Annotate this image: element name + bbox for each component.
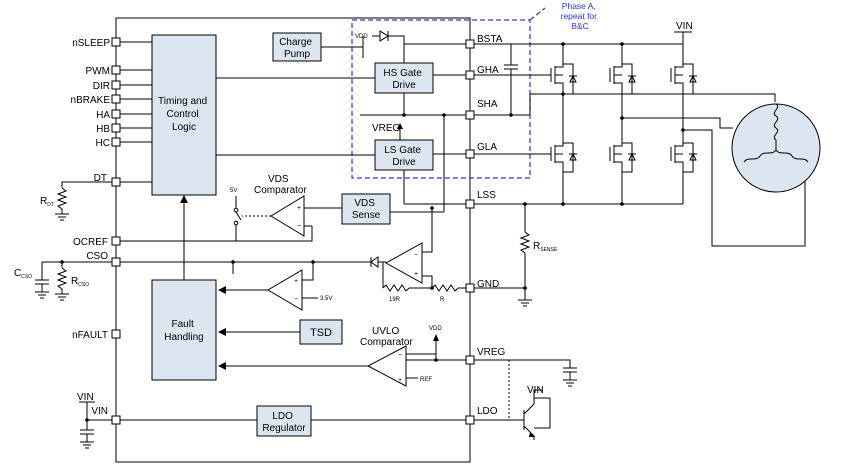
motor-symbol [731, 103, 821, 193]
phase-note: Phase A, repeat for B&C [561, 1, 600, 31]
pin-nsleep [111, 37, 121, 47]
pin-vreg [465, 355, 475, 365]
pin-hc-label: HC [96, 138, 110, 149]
pin-hb [111, 123, 121, 133]
pin-sha-label: SHA [477, 99, 498, 110]
pin-hc [111, 137, 121, 147]
ref-label: REF [420, 377, 432, 383]
pin-ocref [111, 236, 121, 246]
left-pins: nSLEEP PWM DIR nBRAKE HA HB HC DT OCREF … [71, 37, 152, 425]
pin-nfault [111, 329, 121, 339]
rdt-resistor: RDT [40, 181, 112, 221]
five-v-label: 5V [230, 188, 237, 194]
svg-text:+: + [297, 205, 301, 212]
motor-phase-wiring [561, 92, 806, 247]
pin-vreg-label: VREG [477, 347, 506, 358]
svg-text:−: − [398, 352, 402, 359]
vreg-mid-label: VREG [372, 123, 401, 134]
rdt-label: RDT [40, 196, 54, 208]
pin-ha [111, 109, 121, 119]
vin-left-supply: VIN [77, 392, 112, 449]
vin-ldo-label: VIN [527, 385, 544, 396]
tsd-label: TSD [310, 327, 332, 339]
pin-nbrake-label: nBRAKE [71, 95, 111, 106]
svg-text:+: + [294, 278, 298, 285]
vreg-cap [474, 359, 577, 420]
vds-sense-label: VDS Sense [352, 198, 381, 221]
pin-ha-label: HA [96, 110, 110, 121]
mosfet-la [546, 94, 577, 204]
hs-gate-drive-label: HS Gate Drive [383, 68, 424, 91]
phase-note-leader [529, 7, 546, 21]
svg-text:+: + [414, 271, 418, 278]
pin-vin-label: VIN [91, 406, 108, 417]
mosfet-lc [670, 142, 697, 204]
fault-handling-block [151, 279, 217, 381]
pin-nbrake [111, 94, 121, 104]
ls-gate-drive-label: LS Gate Drive [384, 145, 423, 168]
timing-control-logic-label: Timing and Control Logic [158, 96, 210, 133]
pin-sha [465, 110, 475, 120]
charge-pump-label: Charge Pump [279, 37, 315, 60]
pin-gnd-label: GND [477, 279, 499, 290]
ldo-regulator-label: LDO Regulator [262, 411, 306, 434]
svg-text:−: − [297, 223, 301, 230]
pin-hb-label: HB [96, 124, 110, 135]
pin-cso-label: CSO [86, 251, 108, 262]
rsense-label: RSENSE [533, 241, 558, 253]
pin-gha-label: GHA [477, 65, 499, 76]
pin-ocref-label: OCREF [73, 237, 108, 248]
pin-dir-label: DIR [93, 81, 110, 92]
ldo-regulator-block [256, 405, 312, 437]
svg-text:−: − [294, 296, 298, 303]
mosfet-hb [609, 44, 636, 143]
pin-lss [465, 199, 475, 209]
pin-gla [465, 149, 475, 159]
mosfet-lb [609, 142, 636, 204]
pin-lss-label: LSS [477, 190, 496, 201]
r-label: R [440, 297, 445, 303]
rsense-resistor: RSENSE [474, 204, 558, 307]
pin-bsta [465, 39, 475, 49]
vdd-uvlo-label: VDD [429, 326, 442, 332]
pin-gnd [465, 283, 475, 293]
pin-pwm [111, 65, 121, 75]
nineteen-r-label: 19R [389, 297, 401, 303]
vds-sense-block [341, 193, 391, 225]
timing-control-logic-block [151, 34, 217, 196]
vin-top-label: VIN [676, 21, 693, 32]
svg-text:+: + [398, 377, 402, 384]
cso-network: CCSO RCSO [14, 260, 112, 301]
pin-ldo [465, 415, 475, 425]
pin-pwm-label: PWM [86, 66, 110, 77]
pin-gla-label: GLA [477, 142, 497, 153]
mosfet-bridge [546, 44, 697, 204]
pin-dt-label: DT [94, 173, 107, 184]
tsd-block [299, 319, 343, 345]
ccso-label: CCSO [14, 268, 32, 280]
pin-cso [111, 257, 121, 267]
fault-handling-label: Fault Handling [164, 319, 203, 343]
vin-left-label: VIN [77, 392, 94, 403]
pin-nfault-label: nFAULT [72, 330, 108, 341]
external-circuitry: VIN [474, 21, 693, 206]
rcso-label: RCSO [71, 276, 89, 288]
mosfet-ha [546, 44, 577, 95]
pin-vin [111, 415, 121, 425]
pin-dir [111, 80, 121, 90]
pin-bsta-label: BSTA [477, 34, 503, 45]
pin-nsleep-label: nSLEEP [72, 38, 110, 49]
pin-gha [465, 70, 475, 80]
pin-dt [111, 177, 121, 187]
ldo-transistor: VIN [474, 385, 551, 440]
right-pins: BSTA GHA SHA GLA LSS GND VREG LDO [465, 34, 506, 425]
svg-text:−: − [414, 252, 418, 259]
three-five-v-label: 3.5V [320, 296, 332, 302]
vdd-top-label: VDD [355, 34, 368, 40]
pin-ldo-label: LDO [477, 406, 498, 417]
